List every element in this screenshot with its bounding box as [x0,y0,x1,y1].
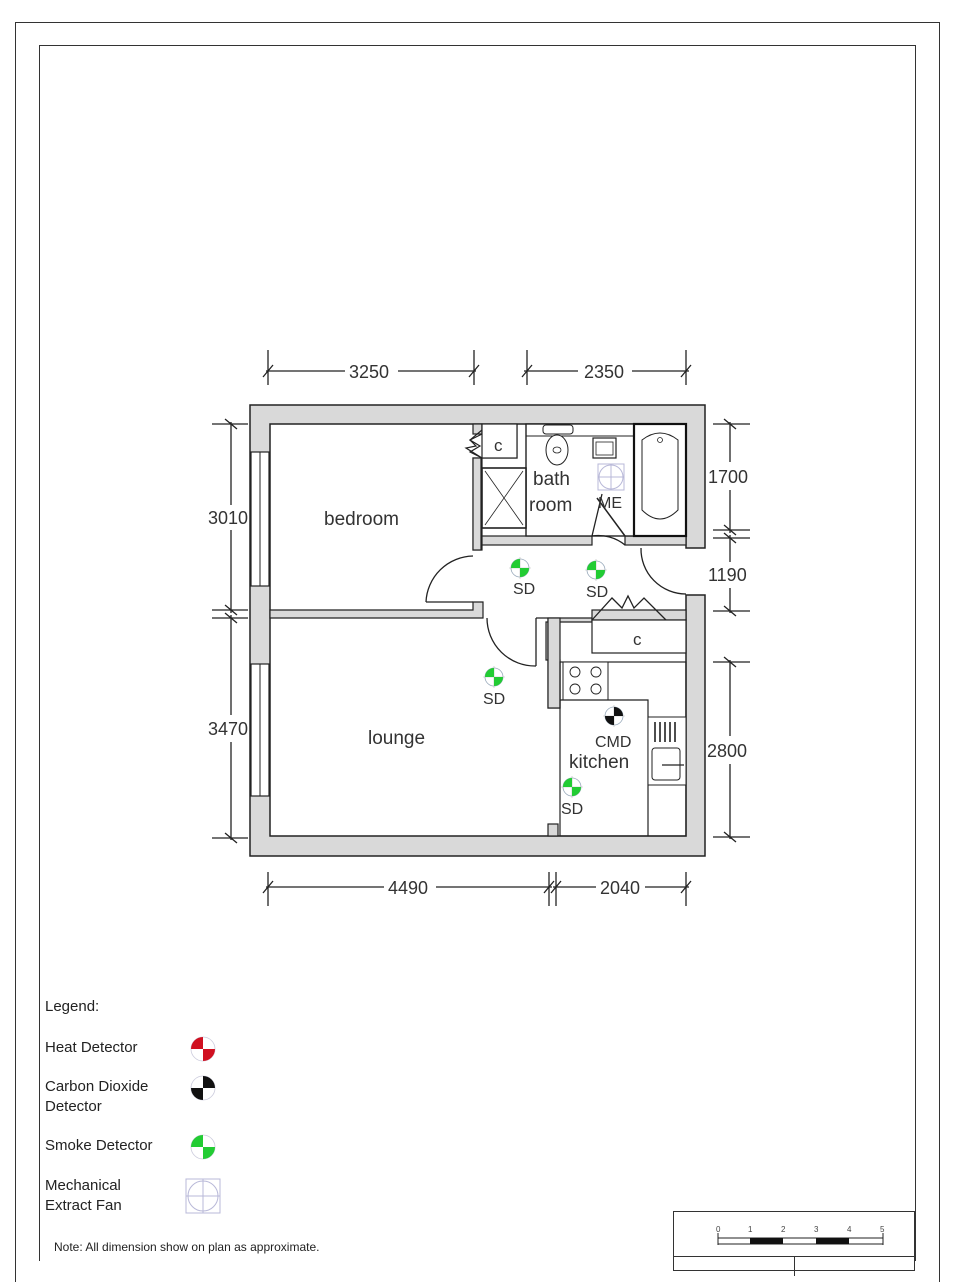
dim-bottom-1: 4490 [388,878,428,898]
scale-tick-4: 4 [847,1225,852,1234]
legend-title: Legend: [45,998,100,1015]
smoke-detector-kitchen [560,775,584,799]
smoke-detector-icon [190,1134,216,1160]
title-block [673,1211,915,1276]
dim-left-1: 3010 [208,508,248,528]
cupboard-label-2: c [633,630,642,649]
device-label-sd-3: SD [483,691,505,708]
doors [425,547,687,667]
carbon-dioxide-detector-kitchen [602,704,626,728]
carbon-dioxide-detector-icon [190,1075,216,1101]
device-label-me: ME [598,495,622,512]
scale-tick-2: 2 [781,1225,786,1234]
plan-labels: bedroom bath room lounge kitchen c c SD … [208,362,748,898]
scale-tick-3: 3 [814,1225,819,1234]
dim-top-1: 3250 [349,362,389,382]
extract-fan-bathroom [597,463,625,491]
dim-right-3: 2800 [707,741,747,761]
bedroom-cupboard [464,423,518,459]
room-label-bath: bath [533,469,570,490]
smoke-detector-lounge [482,665,506,689]
room-label-room: room [529,495,572,516]
dimension-lines [212,350,750,906]
external-walls [249,404,706,857]
legend-label: Smoke Detector [45,1137,153,1154]
room-label-lounge: lounge [368,728,425,749]
kitchen-fixtures [559,661,687,837]
smoke-detector-hall-right [584,558,608,582]
dim-bottom-2: 2040 [600,878,640,898]
legend-label: Carbon Dioxide Detector [45,1078,149,1115]
internal-walls [269,423,687,837]
legend-label: Mechanical Extract Fan [45,1177,122,1214]
dim-right-1: 1700 [708,467,748,487]
approximate-dimensions-note: Note: All dimension show on plan as appr… [54,1240,320,1254]
device-label-sd-2: SD [586,584,608,601]
cupboard-label-1: c [494,436,503,455]
dim-right-2: 1190 [708,565,747,585]
room-label-kitchen: kitchen [569,752,629,773]
legend-label: Heat Detector [45,1039,138,1056]
scale-tick-0: 0 [716,1225,721,1234]
device-label-sd-4: SD [561,801,583,818]
heat-detector-icon [190,1036,216,1062]
smoke-detector-hall-left [508,556,532,580]
bathroom-fixtures [481,422,688,546]
inner-drawing-border [39,45,916,1261]
device-label-cmd: CMD [595,734,631,751]
device-label-sd-1: SD [513,581,535,598]
title-block-column-divider [794,1256,795,1276]
outer-drawing-border [15,22,940,1282]
extract-fan-icon [185,1178,221,1214]
scale-bar: 0 1 2 3 4 5 [716,1225,885,1245]
dim-top-2: 2350 [584,362,624,382]
scale-tick-1: 1 [748,1225,753,1234]
dim-left-2: 3470 [208,719,248,739]
hall-cupboard [591,619,687,654]
room-label-bedroom: bedroom [324,509,399,530]
scale-tick-5: 5 [880,1225,885,1234]
